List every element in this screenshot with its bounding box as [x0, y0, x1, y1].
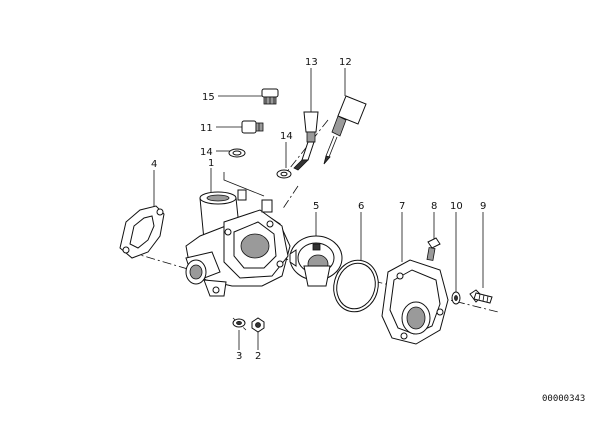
callout-2: 2 — [255, 351, 261, 362]
callout-15: 15 — [202, 92, 215, 103]
callout-6: 6 — [358, 201, 364, 212]
callout-12: 12 — [339, 57, 352, 68]
callout-8: 8 — [431, 201, 437, 212]
diagram-reference-number: 00000343 — [542, 394, 585, 404]
part-3-washer — [232, 318, 246, 328]
callout-4: 4 — [151, 159, 157, 170]
callout-14-upper: 14 — [280, 131, 293, 142]
callout-1: 1 — [208, 158, 214, 169]
part-14-washer-left — [228, 148, 246, 158]
part-4-gasket — [119, 205, 165, 259]
callout-labels: 15 13 12 11 14 14 1 4 5 6 7 8 10 9 3 2 — [151, 57, 486, 362]
part-13-sensor — [293, 111, 319, 171]
part-8-bleed-screw — [426, 237, 441, 261]
part-7-cover — [381, 259, 449, 345]
callout-5: 5 — [313, 201, 319, 212]
part-12-sensor — [323, 95, 367, 165]
part-11-temperature-switch — [241, 120, 264, 134]
callout-11: 11 — [200, 123, 213, 134]
callout-3: 3 — [236, 351, 242, 362]
part-1-thermostat-housing — [185, 189, 291, 297]
callout-7: 7 — [399, 201, 405, 212]
part-2-nut — [251, 317, 265, 333]
part-5-thermostat — [289, 235, 343, 287]
callout-10: 10 — [450, 201, 463, 212]
callout-14-left: 14 — [200, 147, 213, 158]
part-6-o-ring — [333, 259, 379, 313]
callout-9: 9 — [480, 201, 486, 212]
part-10-washer — [451, 291, 461, 305]
leader-lines — [153, 68, 484, 350]
callout-13: 13 — [305, 57, 318, 68]
part-14-washer-right — [276, 169, 292, 179]
part-9-bolt — [469, 289, 493, 304]
part-15-plug — [261, 88, 279, 105]
